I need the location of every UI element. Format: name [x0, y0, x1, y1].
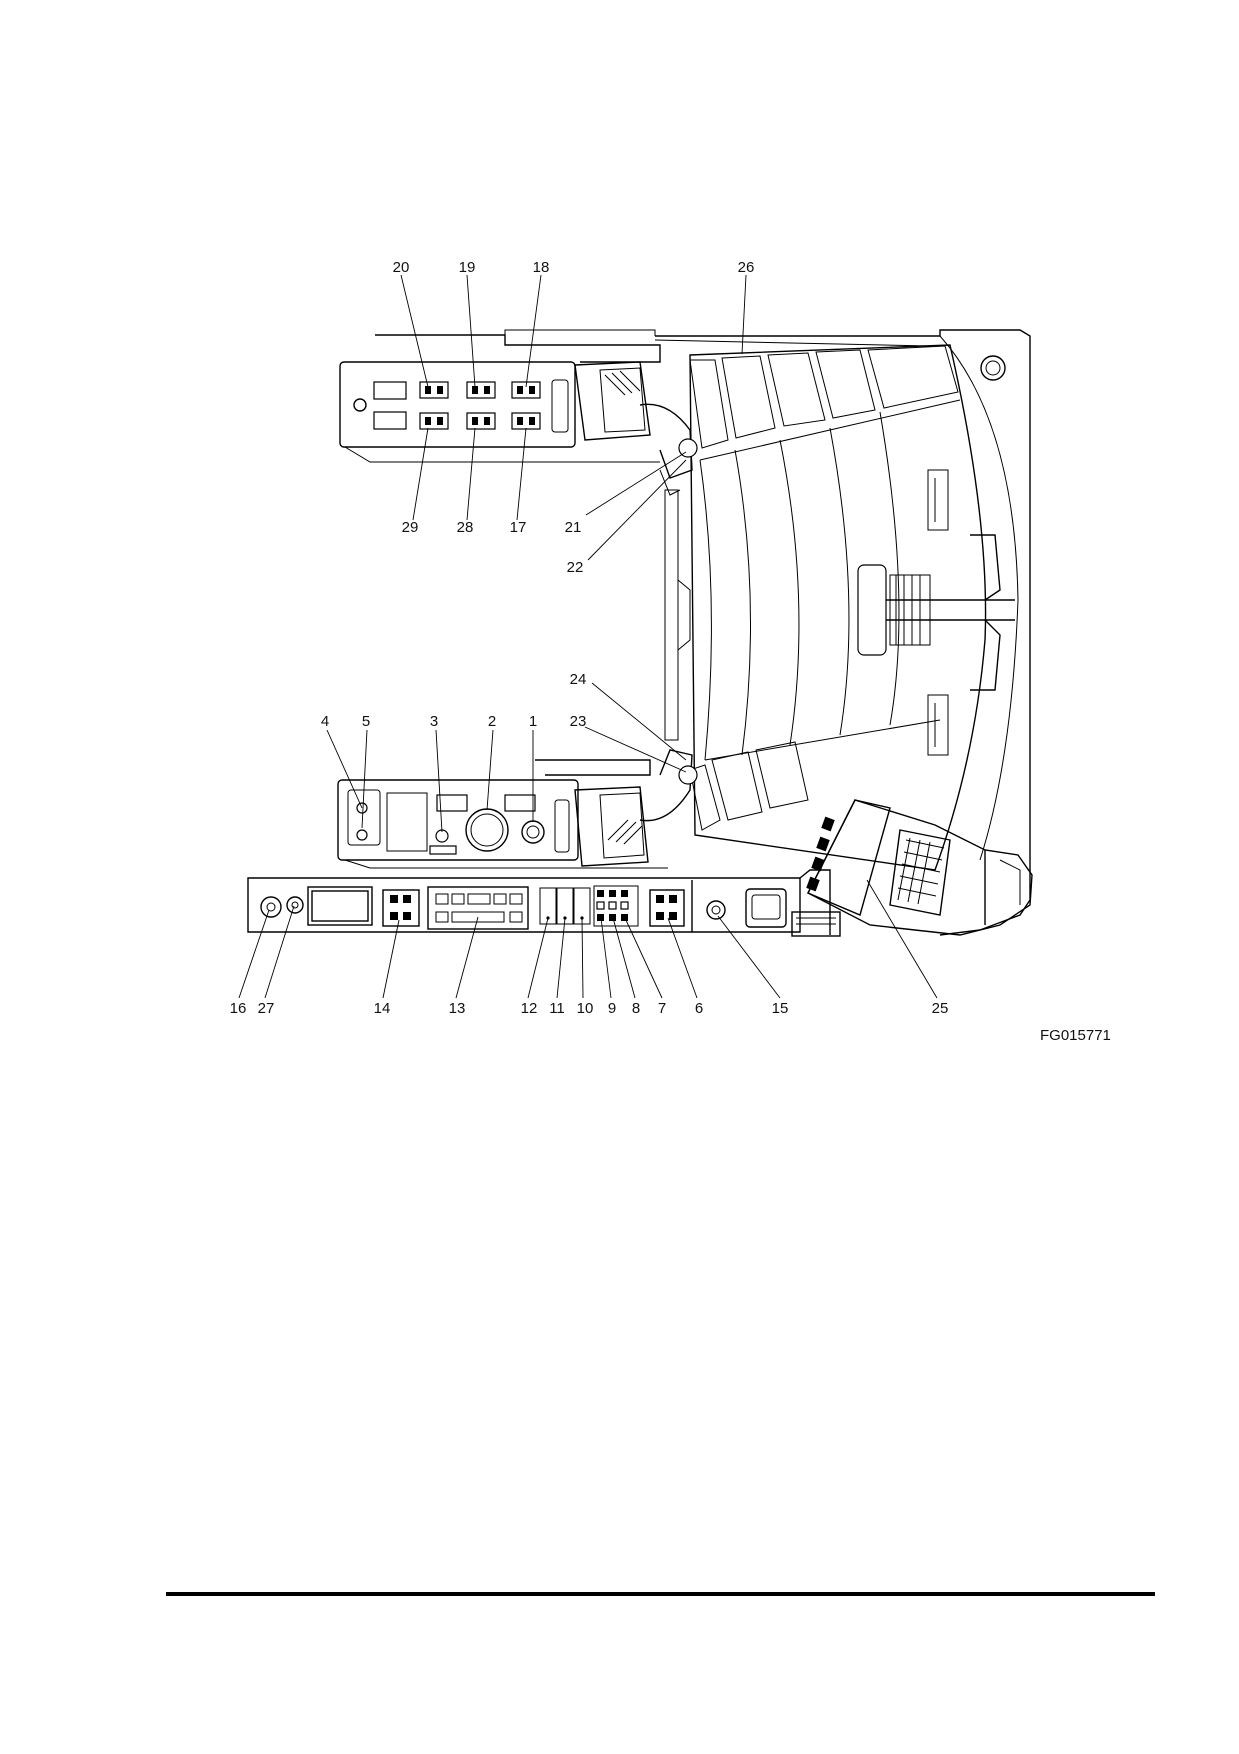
callout-2: 2: [488, 713, 496, 730]
callout-19: 19: [459, 259, 476, 276]
figure-code: FG015771: [1040, 1027, 1111, 1044]
callout-8: 8: [632, 1000, 640, 1017]
callout-20: 20: [393, 259, 410, 276]
callout-6: 6: [695, 1000, 703, 1017]
callout-17: 17: [510, 519, 527, 536]
callout-27: 27: [258, 1000, 275, 1017]
cab-floor-outline: [504, 329, 1031, 936]
callout-13: 13: [449, 1000, 466, 1017]
bottom-control-panel: [247, 869, 841, 937]
callout-5: 5: [362, 713, 370, 730]
callout-29: 29: [402, 519, 419, 536]
seat-side-rail: [664, 489, 691, 741]
right-lower-console: [337, 749, 698, 869]
callout-leader-lines: [238, 274, 938, 999]
callout-16: 16: [230, 1000, 247, 1017]
callout-7: 7: [658, 1000, 666, 1017]
callout-12: 12: [521, 1000, 538, 1017]
callout-21: 21: [565, 519, 582, 536]
callout-1: 1: [529, 713, 537, 730]
callout-26: 26: [738, 259, 755, 276]
callout-25: 25: [932, 1000, 949, 1017]
callout-24: 24: [570, 671, 587, 688]
callout-23: 23: [570, 713, 587, 730]
callout-9: 9: [608, 1000, 616, 1017]
callout-22: 22: [567, 559, 584, 576]
callout-28: 28: [457, 519, 474, 536]
operator-seat: [689, 344, 1015, 871]
callout-4: 4: [321, 713, 329, 730]
page-bottom-rule: [166, 1592, 1155, 1596]
callout-3: 3: [430, 713, 438, 730]
callout-14: 14: [374, 1000, 391, 1017]
left-upper-console: [339, 334, 698, 496]
callout-15: 15: [772, 1000, 789, 1017]
callout-11: 11: [549, 1000, 565, 1017]
right-control-stand: [806, 799, 1033, 936]
callout-18: 18: [533, 259, 550, 276]
callout-10: 10: [577, 1000, 594, 1017]
callout-labels: 20 19 18 26 29 28 17 21 22 24 23 4 5 3 2…: [230, 259, 1111, 1044]
